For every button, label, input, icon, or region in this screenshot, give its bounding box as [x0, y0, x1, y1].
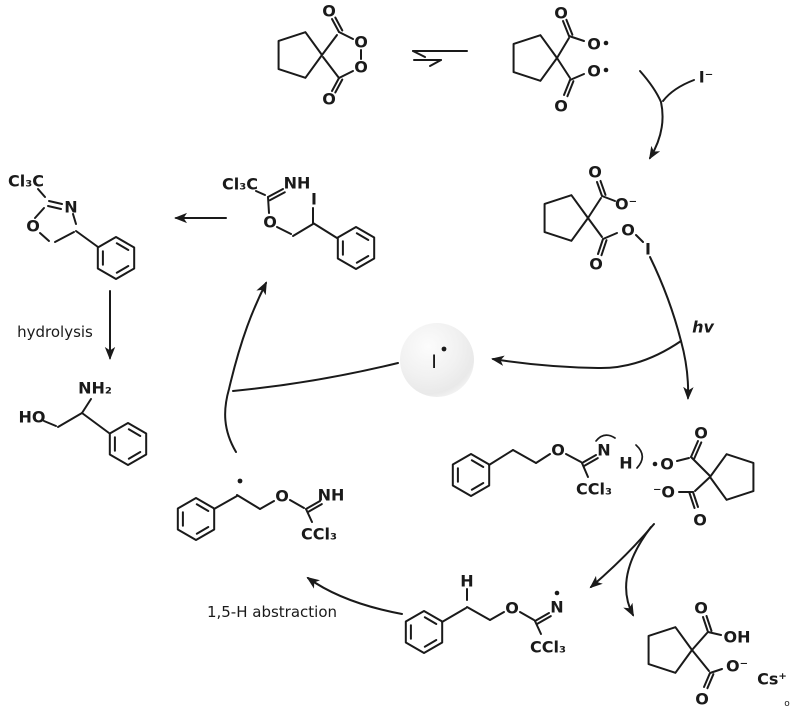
- arrow-iodide-addition: [639, 70, 695, 160]
- molecule-iminyl-radical: H O N CCl₃: [404, 572, 566, 657]
- electron-push-arc: [635, 444, 644, 469]
- atom-label: O: [694, 424, 708, 443]
- electron-push-arc: [595, 434, 616, 442]
- cesium-cation-label: Cs⁺: [757, 670, 787, 689]
- radical-dot-icon: [603, 67, 609, 73]
- hv-label: hv: [692, 318, 714, 337]
- atom-label: N: [64, 198, 77, 217]
- cyclopentane-ring: [709, 453, 755, 501]
- atom-label: O: [554, 97, 568, 116]
- atom-label: ⁻O: [653, 483, 675, 502]
- atom-label: O: [587, 35, 601, 54]
- atom-label: NH₂: [78, 379, 112, 398]
- atom-label: CCl₃: [301, 525, 337, 544]
- atom-label: O: [322, 2, 336, 21]
- atom-label: O: [660, 455, 674, 474]
- molecule-cesium-carboxylate: O OH O⁻ O Cs⁺: [647, 599, 787, 709]
- atom-label: HO: [19, 408, 46, 427]
- radical-dot-icon: [441, 346, 447, 352]
- radical-dot-icon: [652, 461, 658, 467]
- arrow-to-cesium-salt: [623, 526, 652, 617]
- atom-label: O: [505, 599, 519, 618]
- molecule-dicarboxyl-diradical: O O O O: [512, 4, 609, 116]
- bonds: [321, 16, 362, 94]
- arrow-photolysis: [491, 256, 694, 400]
- atom-label: O: [588, 163, 602, 182]
- atom-label: O: [589, 255, 603, 274]
- atom-label: CCl₃: [576, 480, 612, 499]
- bonds: [213, 494, 323, 523]
- arrow-iodine-to-recombination: [232, 362, 399, 392]
- atom-label: O: [621, 221, 635, 240]
- atom-label: O: [554, 4, 568, 23]
- atom-label: NH: [284, 174, 311, 193]
- bonds: [488, 440, 711, 509]
- atom-label: O: [275, 487, 289, 506]
- atom-label: O: [694, 599, 708, 618]
- molecule-acyl-hypoiodite: O O⁻ O I O: [543, 163, 651, 274]
- iodide-anion-label: I⁻: [699, 68, 713, 87]
- cyclopentane-ring: [543, 194, 589, 242]
- cyclopentane-ring: [647, 626, 693, 674]
- benzene-ring: [96, 236, 136, 280]
- benzene-ring: [336, 226, 376, 270]
- cyclopentane-ring: [512, 34, 558, 82]
- molecule-iodo-imidate: Cl₃C NH O I: [222, 174, 376, 270]
- atom-label: O: [354, 58, 368, 77]
- atom-label: H: [619, 454, 632, 473]
- hydrolysis-label: hydrolysis: [17, 323, 93, 341]
- atom-label: O: [26, 217, 40, 236]
- atom-label: O: [263, 213, 277, 232]
- arrow-recombination: [224, 281, 267, 453]
- atom-label: O: [322, 90, 336, 109]
- radical-dot-icon: [554, 590, 560, 596]
- benzene-ring: [404, 610, 444, 654]
- cyclopentane-ring: [277, 31, 323, 79]
- bonds: [34, 188, 99, 248]
- bonds: [255, 188, 338, 239]
- benzene-ring: [176, 497, 216, 541]
- atom-label: O: [354, 33, 368, 52]
- atom-label: I: [645, 240, 651, 259]
- watermark: o: [784, 699, 790, 709]
- atom-label: H: [460, 572, 473, 591]
- benzene-ring: [451, 453, 491, 497]
- atom-label: O⁻: [615, 195, 637, 214]
- atom-label: O⁻: [726, 657, 748, 676]
- bonds: [556, 18, 585, 98]
- molecule-malonoyl-peroxide: O O O O: [277, 2, 368, 109]
- arrow-h-abstraction: [306, 576, 403, 615]
- molecule-oxazoline: Cl₃C N O: [8, 172, 136, 280]
- atom-label: Cl₃C: [8, 172, 44, 191]
- equilibrium-arrows: [412, 50, 468, 67]
- atom-label: OH: [724, 628, 751, 647]
- molecule-amino-alcohol: HO NH₂: [19, 379, 148, 466]
- radical-dot-icon: [237, 478, 243, 484]
- atom-label: O: [695, 690, 709, 709]
- radical-dot-icon: [603, 40, 609, 46]
- atom-label: O: [587, 62, 601, 81]
- atom-label: N: [550, 598, 563, 617]
- arrow-to-iminyl-radical: [589, 523, 655, 589]
- iodine-radical-label: I: [431, 351, 437, 373]
- h-abstraction-label: 1,5-H abstraction: [207, 603, 337, 621]
- molecule-imidate-radical-pair: O N H CCl₃ O O ⁻O O: [451, 424, 755, 530]
- bonds: [441, 588, 552, 635]
- bonds: [691, 615, 723, 690]
- atom-label: N: [597, 441, 610, 460]
- bonds: [587, 179, 644, 257]
- atom-label: NH: [318, 486, 345, 505]
- atom-label: Cl₃C: [222, 175, 258, 194]
- sphere-background: [400, 323, 474, 397]
- iodine-radical-sphere: I: [400, 323, 474, 397]
- benzene-ring: [108, 422, 148, 466]
- bonds: [43, 398, 110, 434]
- atom-label: O: [551, 441, 565, 460]
- atom-label: CCl₃: [530, 638, 566, 657]
- atom-label: I: [311, 190, 317, 209]
- molecule-benzylic-radical: O NH CCl₃: [176, 478, 345, 544]
- atom-label: O: [693, 511, 707, 530]
